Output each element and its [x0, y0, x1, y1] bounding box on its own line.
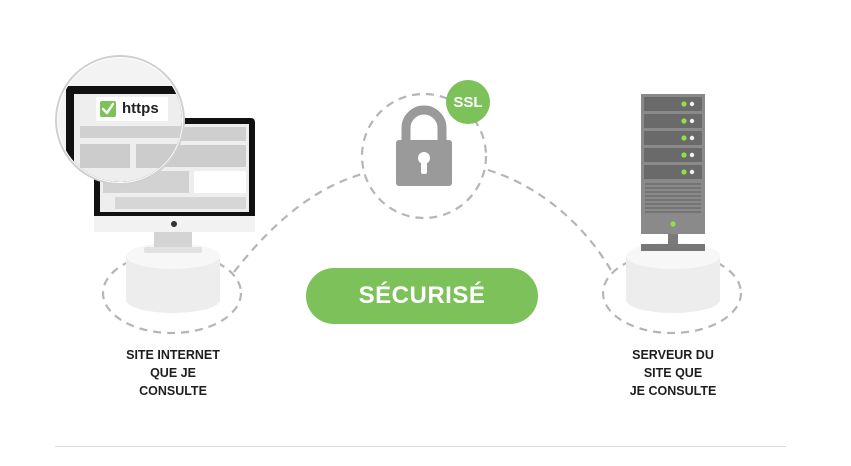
server-led-5	[681, 169, 687, 175]
connection-arc-right	[487, 168, 613, 273]
right-caption: SERVEUR DU SITE QUE JE CONSULTE	[583, 346, 763, 400]
connection-arc-left	[233, 172, 363, 273]
right-caption-line: JE CONSULTE	[629, 384, 717, 398]
left-caption-line: QUE JE	[150, 366, 196, 380]
secure-status-pill: SÉCURISÉ	[306, 268, 538, 324]
left-caption: SITE INTERNET QUE JE CONSULTE	[83, 346, 263, 400]
server-led-3	[681, 135, 687, 141]
right-caption-line: SERVEUR DU	[632, 348, 714, 362]
left-platform	[101, 243, 243, 335]
padlock-icon	[396, 105, 452, 186]
magnifier-callout	[55, 55, 185, 185]
server-led-2	[681, 118, 687, 124]
ssl-badge: SSL	[446, 80, 490, 124]
server-rack-icon	[641, 94, 705, 251]
right-caption-line: SITE QUE	[643, 366, 703, 380]
left-caption-line: SITE INTERNET	[126, 348, 220, 362]
right-platform	[601, 243, 743, 335]
bottom-divider	[55, 446, 786, 447]
server-led-1	[681, 101, 687, 107]
server-led-4	[681, 152, 687, 158]
https-label: https	[122, 100, 159, 117]
left-caption-line: CONSULTE	[139, 384, 207, 398]
